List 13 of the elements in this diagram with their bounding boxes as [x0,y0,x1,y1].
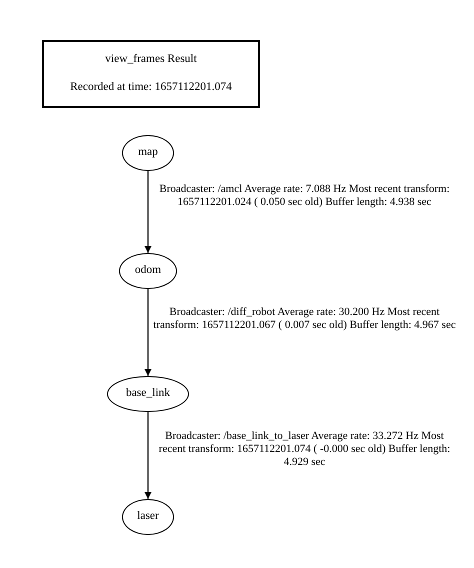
arrow [144,171,152,253]
node-text: map [138,146,158,160]
node-text: odom [134,264,162,278]
title-box [42,40,260,108]
edge-label: Broadcaster: /diff_robot Average rate: 30.200 Hz Most recent transform: 1657112201.067 ( 0.007 sec old) Buffer length: 4.967 sec [152,306,457,332]
frame-ellipse [122,499,174,535]
node-text: view_frames Result [105,53,197,67]
arrow [144,412,152,499]
node-text: base_link [126,387,170,401]
frame-ellipse [122,135,174,171]
node-text: Recorded at time: 1657112201.074 [70,81,232,95]
arrow [144,289,152,376]
node-text: laser [137,510,159,524]
